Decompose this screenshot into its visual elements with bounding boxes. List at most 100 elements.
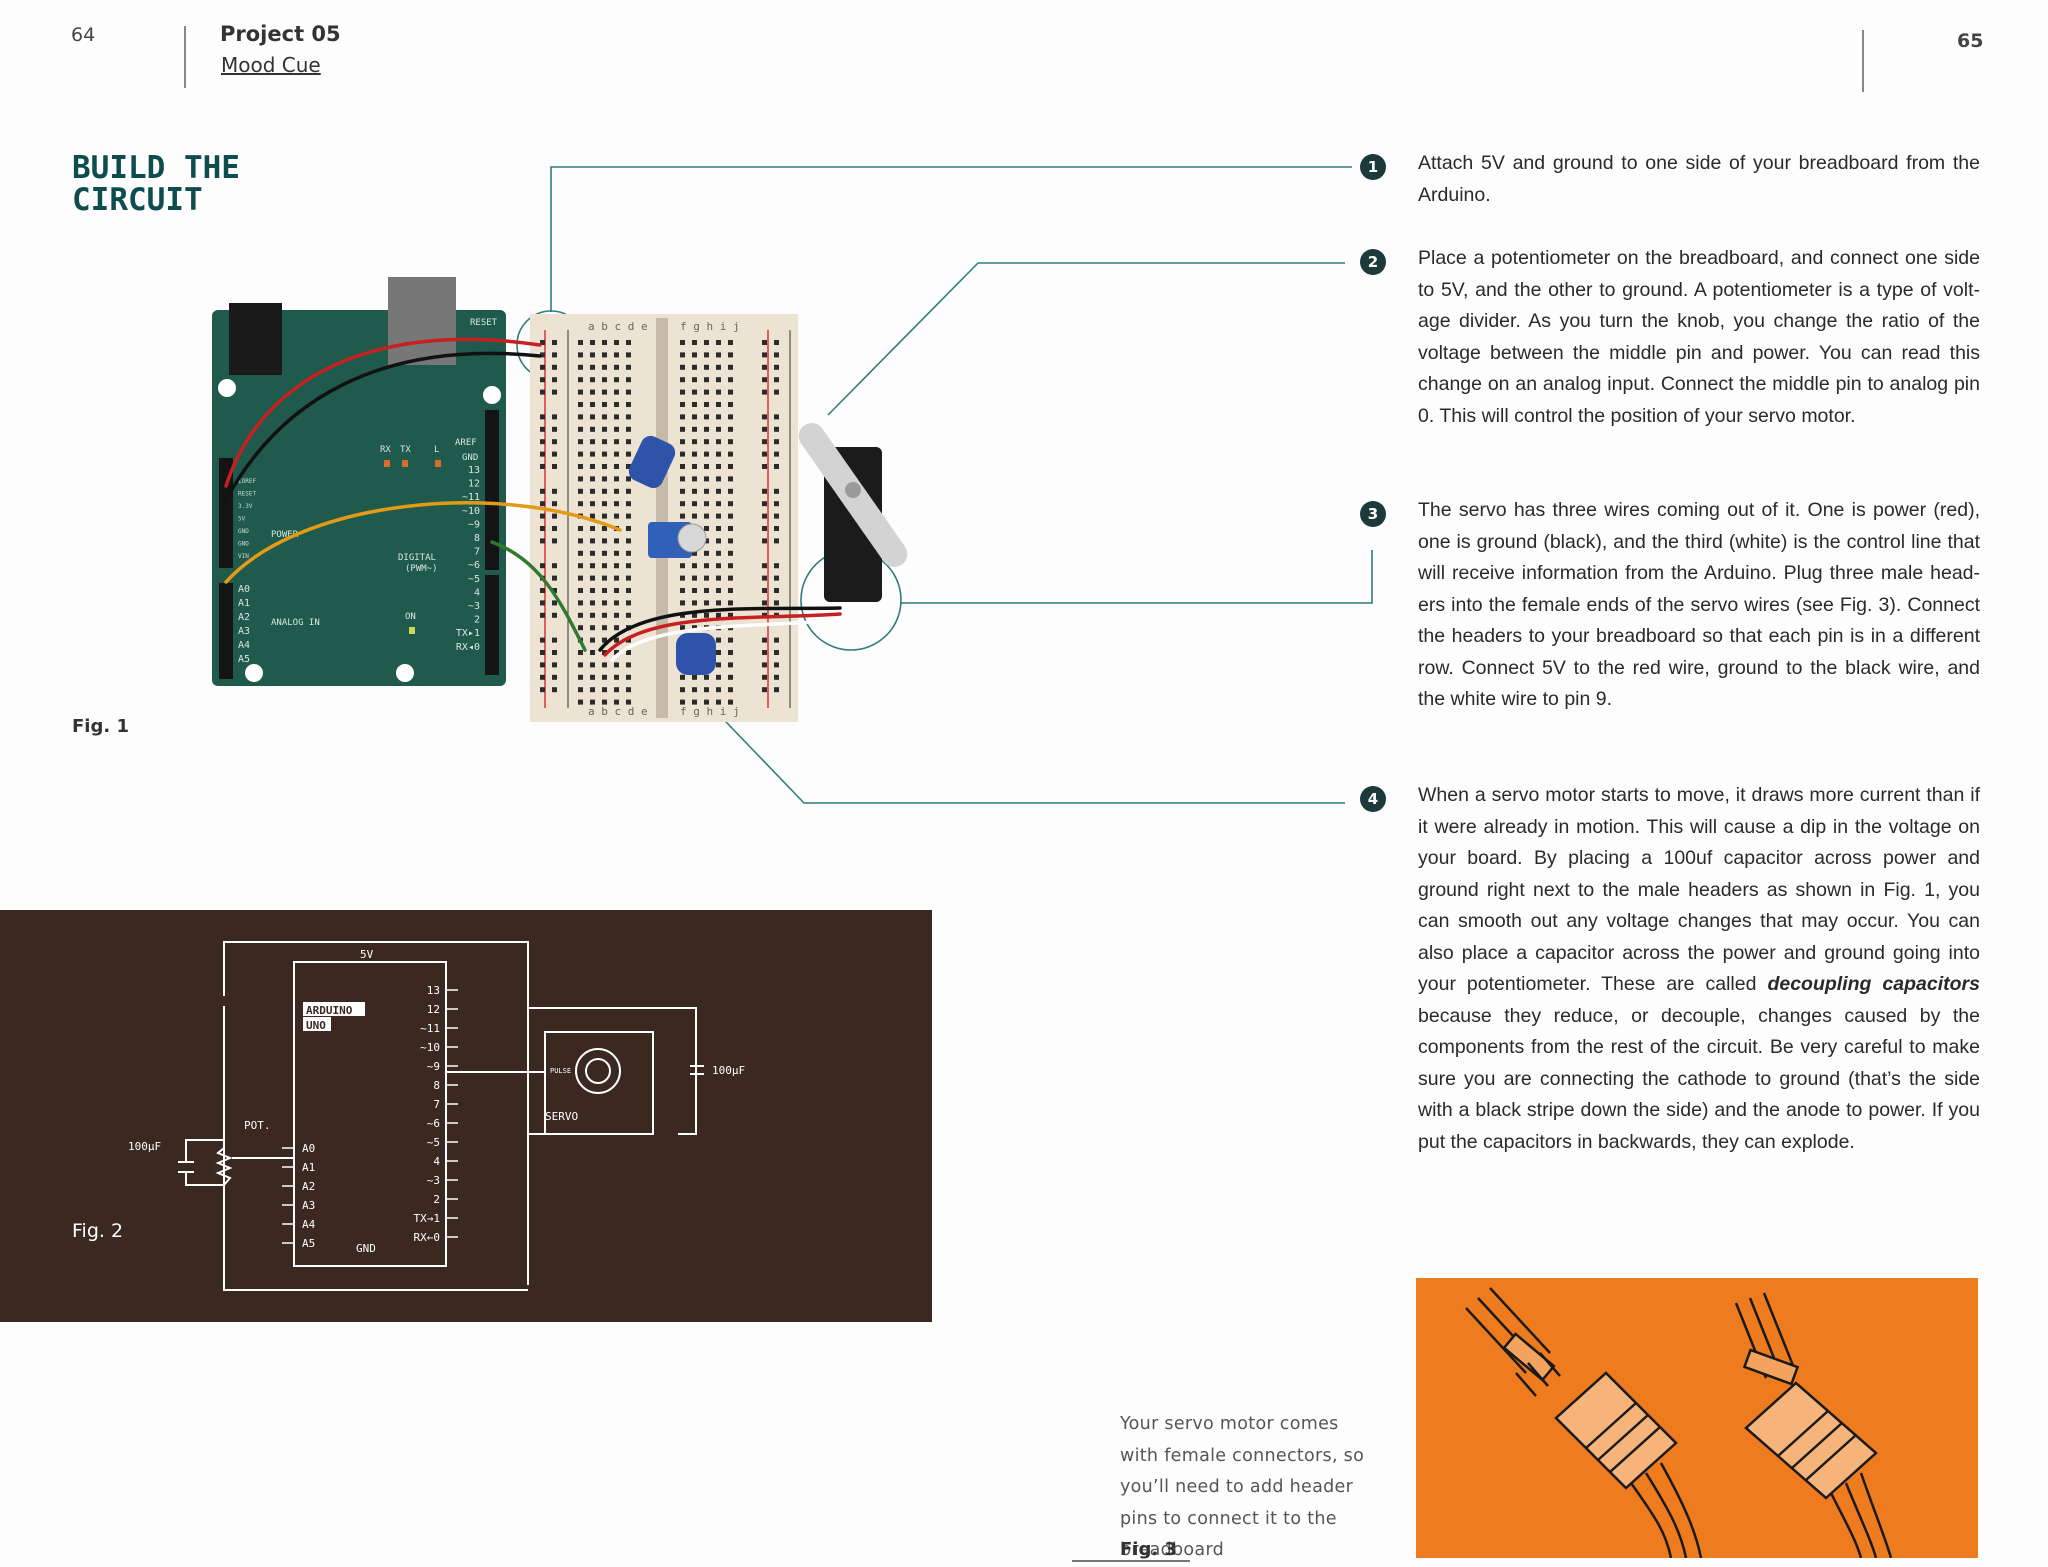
schematic-digital-pin-label: ~6 [427,1117,440,1130]
right-page-number: 65 [1957,30,1984,52]
step-1-marker: 1 [1360,154,1386,180]
servo-box [544,1031,654,1135]
step-1-text: Attach 5V and ground to one side of your… [1418,152,1980,206]
servo-wire-red [603,612,842,657]
power-header [219,458,233,568]
analog-in-label: ANALOG IN [271,618,320,628]
fig3-label: Fig. 3 [1120,1539,1177,1560]
fig2-label: Fig. 2 [72,1220,124,1242]
fig1-digital-pin-label: RX◂0 [456,642,480,653]
fig1-digital-pin-label: 13 [468,465,480,476]
analog-header [219,583,233,679]
schematic-pin-ticks [282,989,458,1244]
reset-label: RESET [470,318,498,328]
callout-line-3 [900,550,1373,604]
l-label: L [434,445,439,455]
breadboard-columns-left-bottom: a b c d e [588,705,648,718]
schematic-digital-pin-label: 13 [427,984,440,997]
step-4-text-before: When a servo motor starts to move, it dr… [1418,784,1980,995]
schematic-digital-pin-label: ~5 [427,1136,440,1149]
usb-port [388,277,456,365]
schematic-digital-pin-label: RX←0 [414,1231,441,1244]
step-2-text: Place a potentiometer on the breadboard,… [1418,247,1980,427]
fig1-digital-pin-label: 8 [474,533,480,544]
schematic-digital-pin-label: 12 [427,1003,440,1016]
schematic-pulse-label: PULSE [550,1067,571,1075]
schematic-gnd-label: GND [356,1242,376,1255]
decoupling-capacitors-term: decoupling capacitors [1767,973,1980,995]
project-title: Project 05 [220,22,341,46]
fig1-analog-pin-label: A5 [238,654,250,665]
wire-gnd-black [224,351,542,502]
header-divider-left [184,26,186,88]
fig3-rule [1072,1560,1190,1562]
wire-pin9-green [490,540,587,652]
fig1-power-pin-label: GND [238,528,249,535]
fig1-power-pin-label: RESET [238,491,256,498]
schematic-board-name-line2: UNO [306,1019,326,1032]
schematic-cap-left-label: 100µF [128,1140,161,1153]
arduino-board: RESET AREF GND RX TX L POWER DIGITAL (PW… [212,277,506,686]
fig1-power-pin-label: GND [238,541,249,548]
schematic-digital-pin-label: ~11 [420,1022,440,1035]
fig1-power-pin-labels: IOREF RESET 3.3V 5V GND GND VIN [238,478,256,560]
header-divider-right [1862,30,1864,92]
breadboard-columns-right-top: f g h i j [680,320,740,333]
fig1-power-pin-label: 5V [238,516,246,523]
fig1-analog-pin-label: A0 [238,584,250,595]
fig1-analog-pin-label: A4 [238,640,250,651]
servo-wire-white [610,618,842,662]
schematic-analog-pin-label: A1 [302,1161,315,1174]
callout-line-2 [827,262,1345,416]
step-4-text: When a servo motor starts to move, it dr… [1418,780,1980,1158]
jumper-wires [224,337,842,662]
schematic-analog-pin-label: A2 [302,1180,315,1193]
schematic-digital-pin-label: 8 [433,1079,440,1092]
fig1-power-pin-label: IOREF [238,478,256,485]
schematic-digital-pin-label: 4 [433,1155,440,1168]
fig3-connector-drawing [1465,1287,1893,1559]
schematic-analog-pin-label: A4 [302,1218,316,1231]
schematic-board-name-line1: ARDUINO [306,1004,353,1017]
female-connector-left [1554,1371,1703,1559]
step-4-text-after: because they reduce, or decouple, change… [1418,1004,1980,1153]
schematic-digital-pin-label: ~9 [427,1060,440,1073]
arduino-outline [293,961,447,1267]
project-subtitle: Mood Cue [221,53,321,77]
fig1-power-pin-label: VIN [238,553,249,560]
digital-header-bottom [485,575,499,675]
wire-analog-orange [224,501,622,584]
fig1-power-pin-label: 3.3V [238,503,253,510]
rx-label: RX [380,445,391,455]
power-label: POWER [271,530,299,540]
header-pins-left [1465,1287,1561,1397]
fig1-breadboard-illustration: RESET AREF GND RX TX L POWER DIGITAL (PW… [212,166,1373,804]
schematic-analog-pin-label: A0 [302,1142,315,1155]
fig1-digital-pin-label: TX▸1 [456,628,480,639]
step-2-marker: 2 [1360,249,1386,275]
schematic-5v-label: 5V [360,948,374,961]
capacitor-bottom [676,633,716,675]
schematic-pot-label: POT. [244,1119,271,1132]
fig1-digital-pin-label: 7 [474,547,480,558]
step-3-marker: 3 [1360,501,1386,527]
schematic-digital-pin-label: 7 [433,1098,440,1111]
fig1-analog-pin-label: A3 [238,626,250,637]
capacitor-top [628,435,676,489]
female-connector-right [1744,1381,1893,1559]
servo-motor [798,423,908,602]
step-4-marker: 4 [1360,786,1386,812]
left-page-number: 64 [71,24,96,46]
aref-label: AREF [455,438,477,448]
tx-label: TX [400,445,411,455]
fig1-digital-pin-label: ~3 [468,601,480,612]
header-pins-right [1734,1292,1800,1386]
schematic-digital-pin-label: ~10 [420,1041,440,1054]
breadboard-columns-right-bottom: f g h i j [680,705,740,718]
fig1-analog-pin-label: A1 [238,598,250,609]
